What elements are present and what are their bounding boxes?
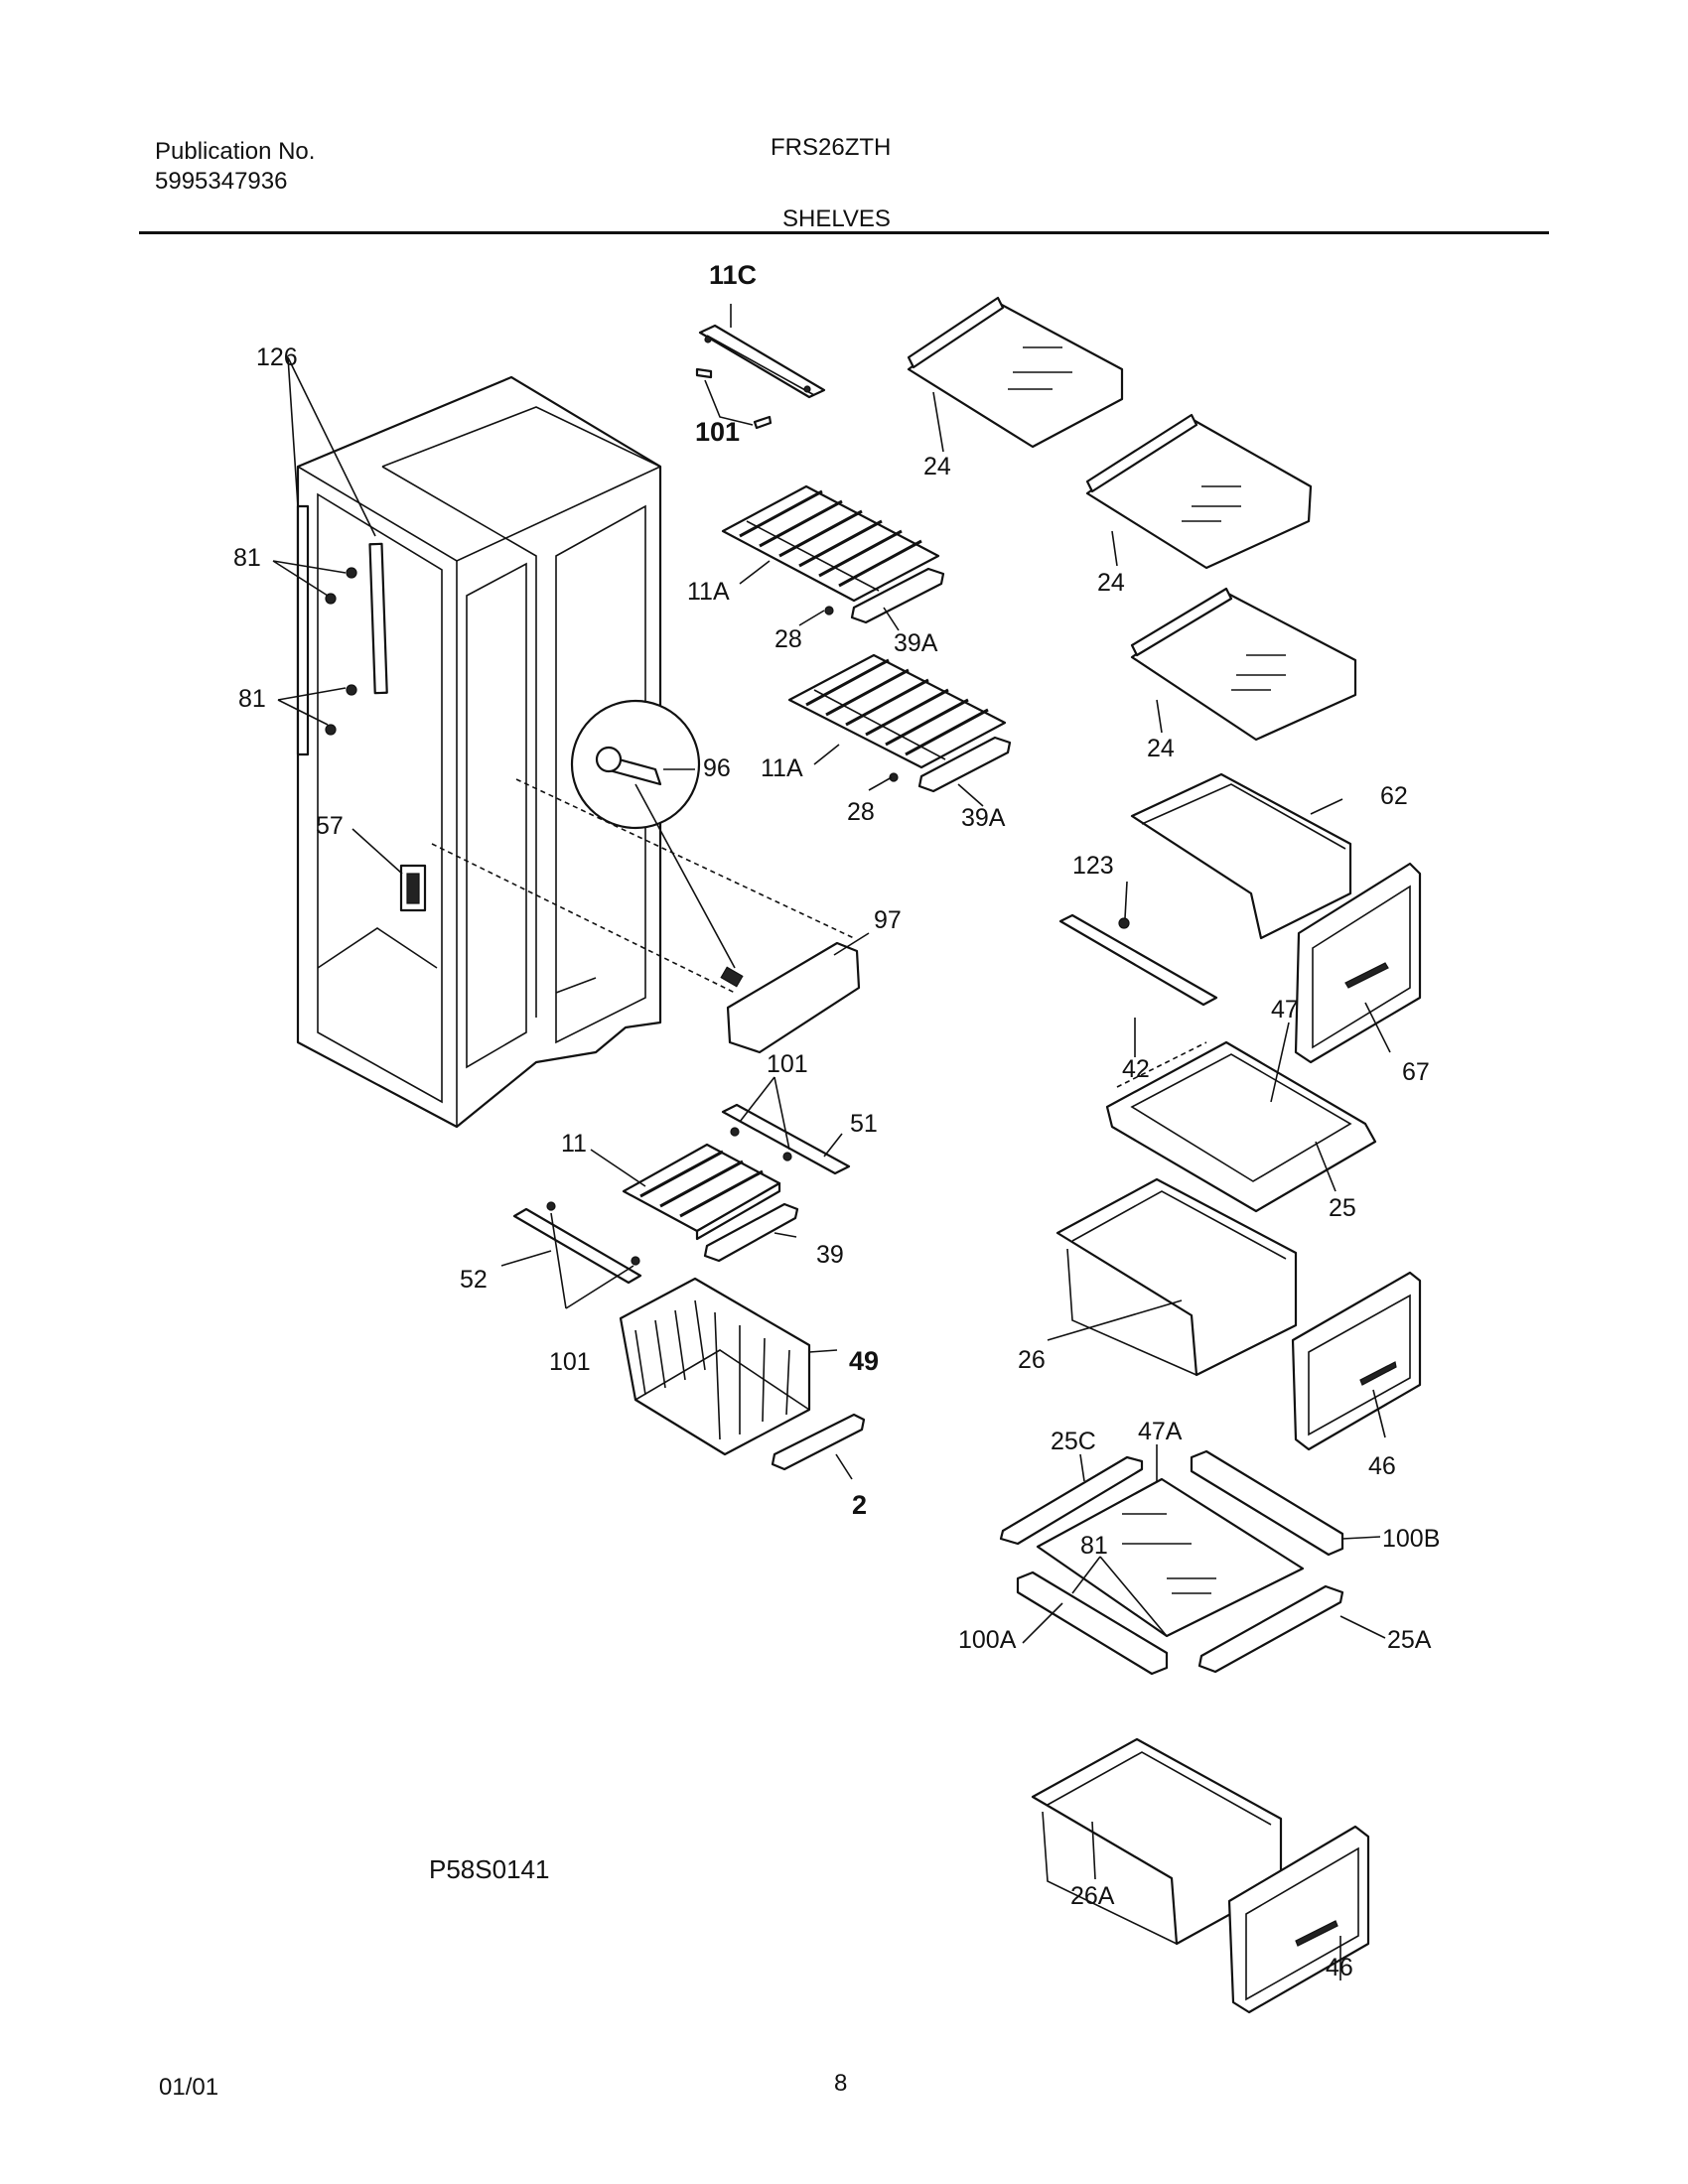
callout-11A-lower: 11A xyxy=(761,754,803,782)
callout-62: 62 xyxy=(1380,782,1408,810)
wire-shelf-part-11A-lower xyxy=(787,653,1007,769)
bracket-part-57 xyxy=(399,864,427,912)
shelf-trim-part-39A-lower xyxy=(917,736,1012,793)
footer-date: 01/01 xyxy=(159,2074,218,2101)
callout-100B: 100B xyxy=(1382,1525,1440,1553)
drawer-front-part-46-lower xyxy=(1227,1825,1370,2014)
header-rule xyxy=(139,231,1549,234)
cabinet-illustration xyxy=(296,375,662,1129)
callout-25A: 25A xyxy=(1387,1626,1432,1654)
callout-101-low: 101 xyxy=(549,1348,591,1376)
publication-label: Publication No. xyxy=(155,138,316,165)
shelf-support-part-52 xyxy=(512,1207,642,1285)
callout-26: 26 xyxy=(1018,1346,1046,1374)
callout-39: 39 xyxy=(816,1241,844,1269)
diagram-code: P58S0141 xyxy=(429,1854,549,1884)
callout-51: 51 xyxy=(850,1110,878,1138)
publication-number: 5995347936 xyxy=(155,168,288,195)
detail-magnifier-part-96 xyxy=(570,699,736,969)
callout-123: 123 xyxy=(1072,852,1114,880)
callout-24-low: 24 xyxy=(1147,735,1175,762)
shelf-support-part-11C xyxy=(698,324,826,399)
shelf-trim-part-39 xyxy=(703,1202,799,1263)
callout-52: 52 xyxy=(460,1266,488,1294)
shelf-support-part-51 xyxy=(721,1103,851,1175)
callout-46-lower: 46 xyxy=(1326,1954,1353,1981)
callout-11C: 11C xyxy=(709,260,757,290)
glass-cover-part-47A xyxy=(1036,1477,1305,1638)
callout-81-crisper: 81 xyxy=(1080,1532,1108,1560)
callout-67: 67 xyxy=(1402,1058,1430,1086)
callout-47: 47 xyxy=(1271,996,1299,1024)
callout-47A: 47A xyxy=(1138,1418,1183,1445)
callout-39A-upper: 39A xyxy=(894,629,938,657)
drawer-front-part-67 xyxy=(1294,862,1422,1064)
callout-97: 97 xyxy=(874,906,902,934)
section-title: SHELVES xyxy=(782,205,891,232)
page-number: 8 xyxy=(834,2070,847,2097)
callout-24-mid: 24 xyxy=(1097,569,1125,597)
callout-39A-lower: 39A xyxy=(961,804,1006,832)
glass-shelf-part-24-top xyxy=(907,296,1124,449)
callout-81-lower: 81 xyxy=(238,685,266,713)
frame-part-100B xyxy=(1190,1449,1344,1557)
basket-trim-part-2 xyxy=(771,1413,866,1471)
callout-2: 2 xyxy=(852,1490,867,1520)
trim-part-25C xyxy=(999,1455,1144,1546)
crisper-cover-part-25 xyxy=(1105,1040,1377,1213)
callout-46-upper: 46 xyxy=(1368,1452,1396,1480)
callout-11: 11 xyxy=(561,1130,587,1158)
callout-100A: 100A xyxy=(958,1626,1017,1654)
screw-part-101-top xyxy=(695,367,773,430)
shelf-cover-part-97 xyxy=(720,941,861,1054)
callout-28-lower: 28 xyxy=(847,798,875,826)
trim-part-25A xyxy=(1197,1584,1344,1674)
screw-part-101-mid xyxy=(546,1127,792,1266)
drawer-part-62 xyxy=(1130,772,1352,940)
callout-25: 25 xyxy=(1329,1194,1356,1222)
callout-25C: 25C xyxy=(1051,1428,1096,1455)
glass-shelf-part-24-low xyxy=(1130,587,1357,742)
callout-11A-upper: 11A xyxy=(687,578,730,606)
crisper-drawer-part-26 xyxy=(1055,1177,1298,1377)
rail-part-42 xyxy=(1058,913,1218,1007)
callout-101-mid: 101 xyxy=(767,1050,808,1078)
screw-part-81 xyxy=(325,567,357,736)
callout-126: 126 xyxy=(256,343,298,371)
callout-81-upper: 81 xyxy=(233,544,261,572)
glass-shelf-part-24-mid xyxy=(1085,413,1313,570)
shelf-trim-part-39A-upper xyxy=(850,567,945,624)
wire-shelf-part-11A-upper xyxy=(721,484,940,603)
callout-28-upper: 28 xyxy=(774,625,802,653)
drawer-front-part-46-upper xyxy=(1291,1271,1422,1451)
callout-96: 96 xyxy=(703,754,731,782)
callout-42: 42 xyxy=(1122,1055,1150,1083)
callout-24-top: 24 xyxy=(923,453,951,480)
callout-101-top: 101 xyxy=(695,417,740,447)
shelf-rail-part-126 xyxy=(296,504,388,756)
callout-26A: 26A xyxy=(1070,1882,1115,1910)
wire-shelf-part-11 xyxy=(622,1143,781,1241)
clip-part-28 xyxy=(824,606,899,782)
model-number: FRS26ZTH xyxy=(771,134,892,161)
callout-57: 57 xyxy=(316,812,344,840)
wire-basket-part-49 xyxy=(619,1277,811,1456)
frame-part-100A xyxy=(1016,1570,1169,1676)
callout-49: 49 xyxy=(849,1346,879,1376)
